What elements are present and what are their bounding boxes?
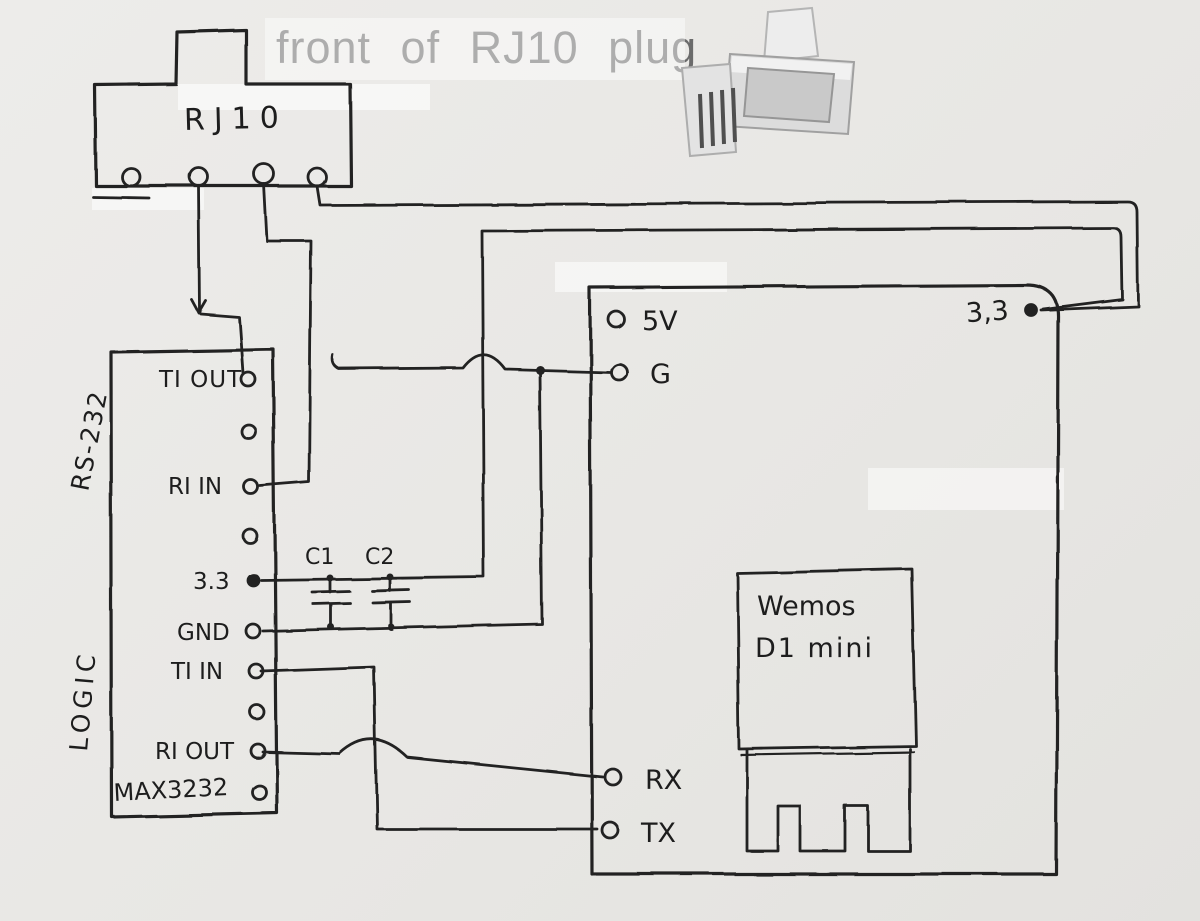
wemos-tx-pin [600,820,620,840]
wemos-3v3-label: 3,3 [965,295,1010,329]
wemos-rx-pin [603,767,623,787]
rj10-pin2-circle [188,166,210,188]
wemos-rx-label: RX [645,765,682,796]
unlabeled-pin [240,423,258,441]
max-3v3-pin [246,573,260,587]
capacitor-c1-symbol [310,576,352,628]
ri-in-label: RI IN [168,474,222,500]
paper-patch [868,468,1064,510]
wire-rj10pin4-to-wemos33 [315,184,1140,312]
ri-out-label: RI OUT [155,739,235,765]
unlabeled-pin [248,703,266,721]
stray-pencil-line [91,195,151,200]
wemos-name-line2: D1 mini [755,633,874,664]
wemos-pins [600,303,1038,840]
rj10-pin1-circle [120,166,142,188]
wire-tiin-to-tx [259,665,599,831]
wemos-name-line1: Wemos [757,591,856,622]
max3232-chip-label: MAX3232 [113,773,229,807]
gnd-pin [244,622,262,640]
plug-front [680,62,738,158]
rj10-pin3-circle [252,162,276,186]
wire-wemos-g [331,353,612,374]
rj10-pin4-circle [306,166,328,188]
wire-max33-to-wemos33 [259,226,1124,582]
max-3v3-label: 3.3 [193,569,230,595]
wire-tiout-to-rj10pin2 [199,312,245,375]
wemos-module-rect [735,567,918,751]
max3232-outline [109,347,279,819]
wire-arrowhead [190,298,208,315]
wire-riout-to-rx [261,738,605,779]
max3232-pins [239,370,268,801]
paper-patch [178,84,430,110]
rj10-pins [120,162,328,188]
page-title: front of RJ10 plug [276,22,698,73]
ti-in-label: TI IN [170,659,223,685]
logic-side-label: LOGIC [64,648,102,752]
wire-g-to-gnd [261,368,544,633]
ri-in-pin [242,478,260,496]
wire-rj10pin2-down [197,184,202,314]
plug-latch [762,6,820,64]
wemos-g-pin [609,362,629,382]
wemos-5v-pin [606,309,626,329]
rj10-connector-outline [93,28,353,188]
rs232-side-label: RS-232 [65,388,113,494]
wemos-5v-label: 5V [642,306,678,337]
wemos-3v3-pin [1024,303,1038,317]
wemos-outline [588,283,1060,876]
plug-contacts [698,87,737,149]
wemos-tx-label: TX [640,818,676,849]
wire-rj10pin3-to-riin [258,182,313,488]
wemos-castellated-edge [745,747,912,853]
c2-label: C2 [365,545,394,570]
ti-out-pin [239,370,257,388]
ti-out-label: TI OUT [158,367,242,393]
rj10-plug-photo [680,6,856,158]
gnd-label: GND [177,620,230,646]
plug-opening [742,66,836,124]
wemos-module-double-line [739,750,916,757]
scan-artifacts [92,18,1064,510]
unlabeled-pin [250,783,268,801]
capacitor-c2-symbol [370,575,412,628]
c1-label: C1 [305,545,334,570]
rj10-label: RJ10 [184,100,289,138]
junction-dots [326,365,545,631]
unlabeled-pin [241,527,259,545]
labels: RJ10 TI OUT RI IN 3.3 GND TI IN RI OUT M… [64,100,1010,849]
wemos-g-label: G [650,359,671,390]
paper-patch [265,18,685,80]
